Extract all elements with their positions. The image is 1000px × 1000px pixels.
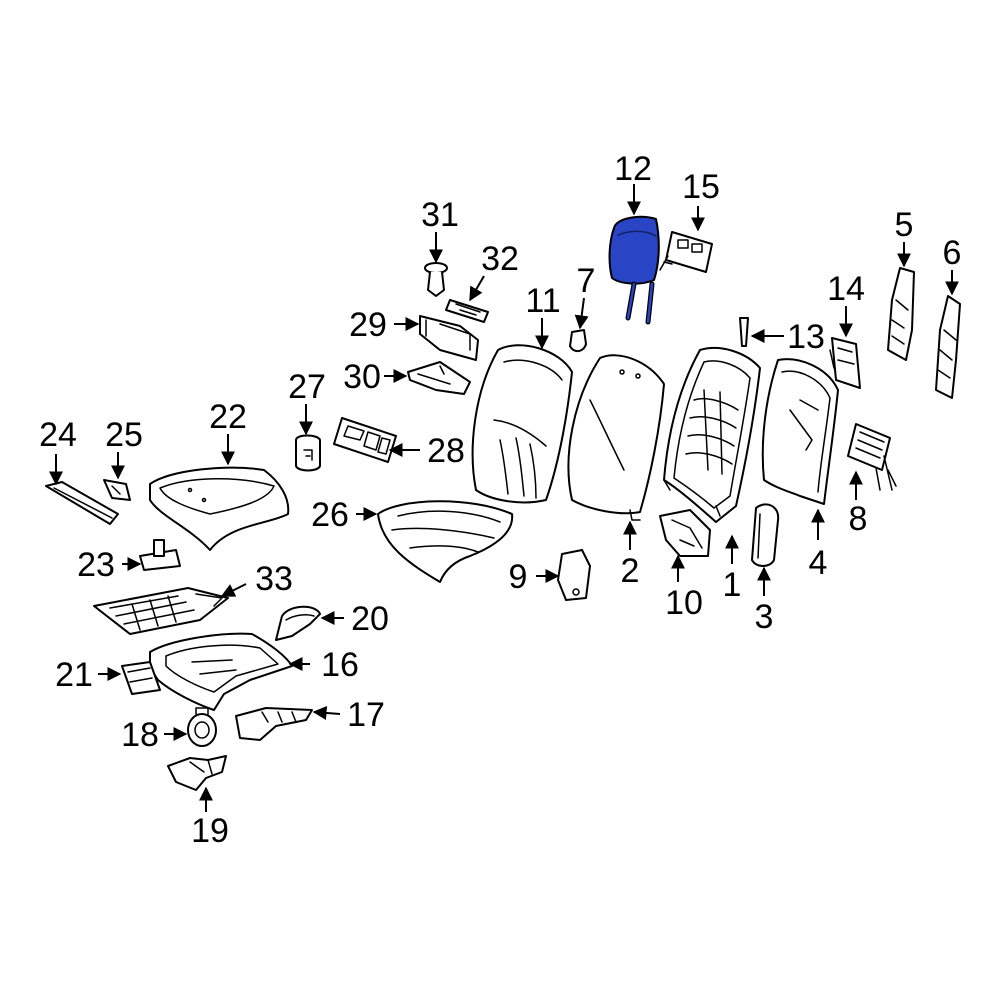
part-16-seat-pan[interactable]: [149, 632, 293, 711]
callout-17: 17: [347, 696, 385, 734]
part-18-motor[interactable]: [187, 707, 217, 747]
part-33-seat-mat[interactable]: [93, 587, 229, 635]
callout-2: 2: [621, 552, 640, 590]
part-23-bracket[interactable]: [139, 539, 181, 571]
part-25-clip[interactable]: [103, 479, 131, 501]
part-21-rail-bracket[interactable]: [121, 661, 161, 695]
part-10-recliner[interactable]: [659, 509, 711, 557]
part-22-cushion-cover[interactable]: [149, 466, 290, 551]
part-15-guide-plate[interactable]: [659, 231, 713, 273]
part-7-guide-sleeve[interactable]: [569, 329, 587, 352]
callout-30: 30: [343, 358, 381, 396]
callout-14: 14: [827, 270, 865, 308]
callout-labels: 12 15 31 32 7 11 29 30 27 28 22 26 24 25…: [39, 150, 961, 850]
callout-11: 11: [525, 282, 560, 320]
part-30-cover-bracket[interactable]: [407, 361, 471, 395]
part-20-trim-cover[interactable]: [275, 605, 321, 641]
part-17-side-trim[interactable]: [235, 707, 313, 741]
part-31-clip[interactable]: [424, 262, 448, 297]
callout-15: 15: [682, 168, 720, 206]
callout-26: 26: [311, 496, 349, 534]
callout-21: 21: [55, 656, 93, 694]
callout-1: 1: [723, 566, 742, 604]
callout-16: 16: [321, 646, 359, 684]
callout-28: 28: [427, 432, 465, 470]
part-9-bracket[interactable]: [557, 549, 591, 601]
callout-31: 31: [421, 196, 459, 234]
part-8-lumbar-mat[interactable]: [847, 423, 897, 491]
callout-29: 29: [349, 306, 387, 344]
callout-3: 3: [755, 598, 774, 636]
callout-4: 4: [809, 544, 828, 582]
leader-lines: [49, 184, 959, 812]
callout-13: 13: [787, 318, 825, 356]
callout-23: 23: [77, 546, 115, 584]
part-28-switch-panel[interactable]: [333, 417, 397, 463]
callout-7: 7: [577, 262, 596, 300]
callout-33: 33: [255, 560, 293, 598]
part-2-backrest-pad[interactable]: [567, 354, 665, 521]
part-14-control-unit[interactable]: [829, 337, 861, 389]
callout-5: 5: [895, 206, 914, 244]
part-12-headrest[interactable]: [608, 215, 660, 325]
part-4-rear-panel[interactable]: [761, 358, 839, 505]
callout-20: 20: [351, 600, 389, 638]
callout-22: 22: [209, 398, 247, 436]
part-3-side-cover[interactable]: [751, 503, 780, 567]
callout-18: 18: [121, 716, 159, 754]
part-19-bracket[interactable]: [167, 755, 227, 791]
part-1-backrest-frame[interactable]: [663, 347, 761, 523]
callout-24: 24: [39, 416, 77, 454]
callout-10: 10: [665, 584, 703, 622]
callout-32: 32: [481, 240, 519, 278]
callout-19: 19: [191, 812, 229, 850]
callout-25: 25: [105, 416, 143, 454]
part-5-side-bolster[interactable]: [887, 267, 915, 361]
part-13-pin[interactable]: [739, 317, 749, 347]
callout-9: 9: [509, 558, 528, 596]
part-27-trim-cap[interactable]: [295, 434, 321, 472]
part-26-cushion-pad[interactable]: [377, 500, 514, 583]
callout-8: 8: [849, 500, 868, 538]
part-11-backrest-cover[interactable]: [471, 344, 573, 504]
part-29-switch-housing[interactable]: [419, 315, 479, 361]
callout-6: 6: [943, 234, 962, 272]
callout-27: 27: [288, 368, 326, 406]
part-6-side-bolster[interactable]: [935, 295, 961, 399]
part-32-bracket[interactable]: [445, 299, 489, 323]
callout-12: 12: [614, 150, 652, 188]
